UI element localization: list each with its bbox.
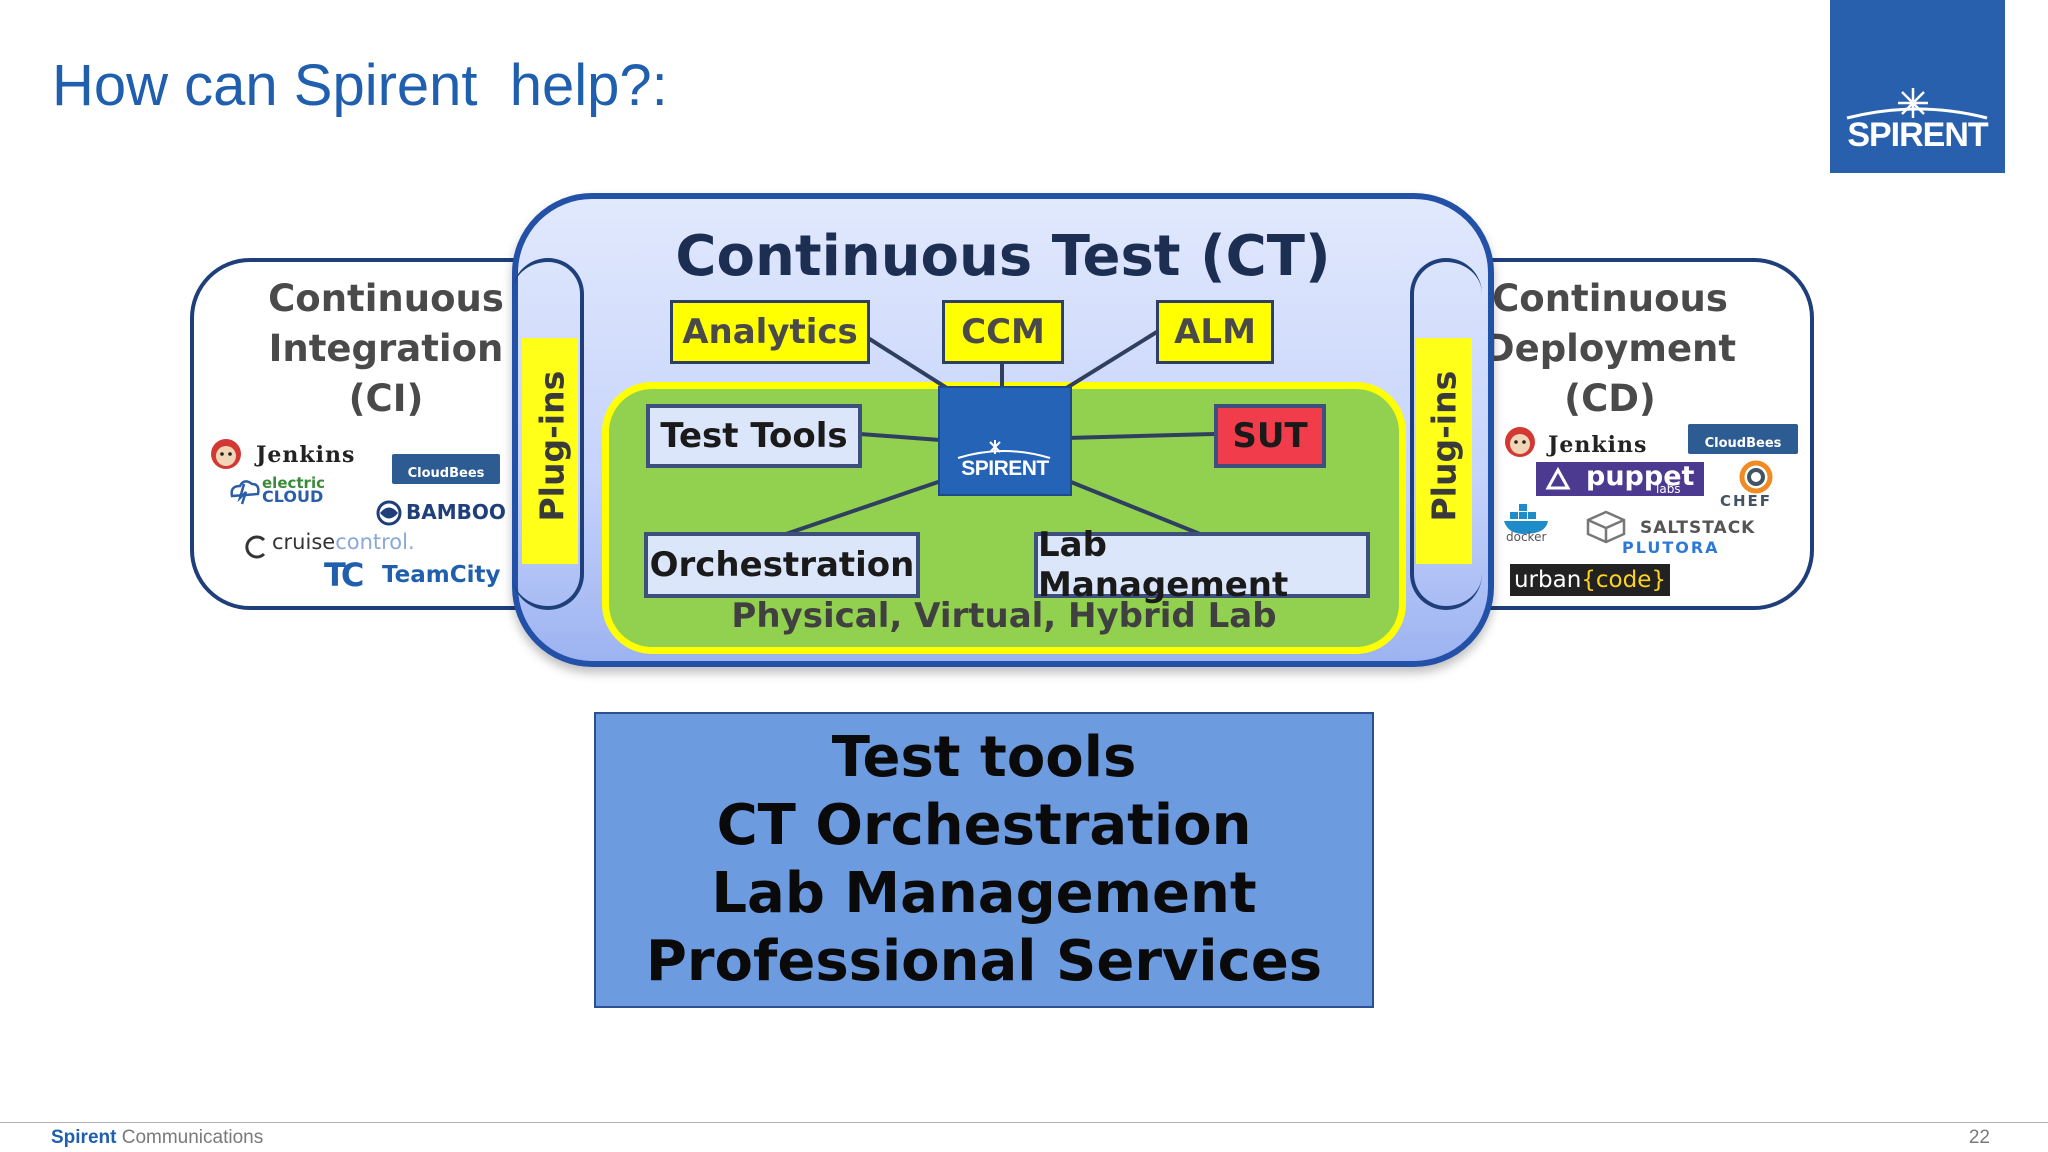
logo-text: SPIRENT xyxy=(1847,116,1988,154)
cruise-text: cruise xyxy=(272,530,336,554)
summary-line: Test tools xyxy=(831,725,1137,790)
jenkins-logo-icon xyxy=(211,439,241,469)
summary-line: Professional Services xyxy=(645,929,1323,994)
footer-company-name: Communications xyxy=(116,1127,264,1148)
footer-brand: Spirent xyxy=(51,1127,117,1148)
line-hub-labmgmt xyxy=(1065,478,1201,536)
alm-node: ALM xyxy=(1156,300,1274,364)
summary-box: Test tools CT Orchestration Lab Manageme… xyxy=(594,712,1374,1008)
ci-title-line: (CI) xyxy=(348,377,424,420)
footer-divider xyxy=(0,1122,2048,1123)
code-text: {code} xyxy=(1581,567,1667,593)
ci-plugin-bracket xyxy=(512,258,584,610)
jenkins-logo-icon xyxy=(1505,427,1535,457)
cd-title-line: Deployment xyxy=(1483,327,1737,370)
ci-title-line: Continuous xyxy=(268,277,504,320)
hub-label: SPIRENT xyxy=(961,457,1049,480)
urbancode-logo: urban{code} xyxy=(1510,564,1670,596)
cruisecontrol-logo: cruisecontrol. xyxy=(272,530,415,554)
electric-text: electric xyxy=(262,474,325,492)
teamcity-mark: TC xyxy=(324,556,364,594)
cd-title-line: Continuous xyxy=(1492,277,1728,320)
sut-node: SUT xyxy=(1214,404,1326,468)
ccm-node: CCM xyxy=(942,300,1064,364)
lab-management-node: Lab Management xyxy=(1034,525,1370,605)
cd-title: Continuous Deployment (CD) xyxy=(1480,274,1740,424)
lab-caption: Physical, Virtual, Hybrid Lab xyxy=(731,596,1277,636)
puppet-sub-text: labs xyxy=(1656,482,1681,496)
spirent-hub xyxy=(938,386,1072,496)
docker-icon xyxy=(1504,504,1548,534)
chef-logo: CHEF xyxy=(1720,492,1773,510)
spirent-logo: SPIRENT xyxy=(1830,0,2005,173)
line-testtools-hub xyxy=(859,432,941,442)
summary-line: Lab Management xyxy=(711,861,1257,926)
ct-title: Continuous Test (CT) xyxy=(675,224,1331,289)
urban-text: urban xyxy=(1513,567,1582,593)
bamboo-icon xyxy=(376,500,402,526)
bamboo-logo: BAMBOO xyxy=(406,500,506,524)
cloudbees-logo: CloudBees xyxy=(1688,424,1798,454)
jenkins-logo-text: Jenkins xyxy=(256,442,356,468)
line-hub-orchestration xyxy=(785,478,945,536)
puppet-icon xyxy=(1545,466,1571,490)
footer-company: Spirent Communications xyxy=(51,1127,263,1149)
docker-logo: docker xyxy=(1506,530,1547,544)
control-text: control. xyxy=(335,530,415,554)
teamcity-logo: TeamCity xyxy=(382,562,501,588)
orchestration-node: Orchestration xyxy=(644,532,920,598)
cruisecontrol-icon xyxy=(245,535,266,559)
cloud-text: CLOUD xyxy=(262,487,324,506)
saltstack-logo: SALTSTACK xyxy=(1640,518,1756,538)
cloudbees-logo: CloudBees xyxy=(392,454,500,484)
analytics-node: Analytics xyxy=(670,300,870,364)
chef-icon xyxy=(1739,460,1773,494)
puppet-text: puppet xyxy=(1586,461,1695,492)
line-alm-hub xyxy=(1058,328,1162,394)
jenkins-logo-text: Jenkins xyxy=(1548,432,1648,458)
cd-title-line: (CD) xyxy=(1564,377,1656,420)
electric-cloud-logo: electric CLOUD xyxy=(262,474,325,506)
ci-title: Continuous Integration (CI) xyxy=(256,274,516,424)
summary-line: CT Orchestration xyxy=(716,793,1252,858)
saltstack-icon xyxy=(1586,510,1626,544)
electric-cloud-icon xyxy=(230,480,260,505)
spark-icon xyxy=(1898,88,1928,118)
cd-plugin-bracket xyxy=(1410,258,1482,610)
cd-plugins-bar xyxy=(1416,338,1472,564)
ci-title-line: Integration xyxy=(268,327,504,370)
line-analytics-hub xyxy=(866,336,952,392)
slide-title: How can Spirent help?: xyxy=(52,53,668,118)
logo-arc-icon xyxy=(1846,107,1988,120)
page-number: 22 xyxy=(1968,1127,1990,1148)
test-tools-node: Test Tools xyxy=(646,404,862,468)
line-hub-sut xyxy=(1065,432,1215,440)
ci-plugins-bar xyxy=(522,338,578,564)
plutora-logo: PLUTORA xyxy=(1622,538,1720,557)
